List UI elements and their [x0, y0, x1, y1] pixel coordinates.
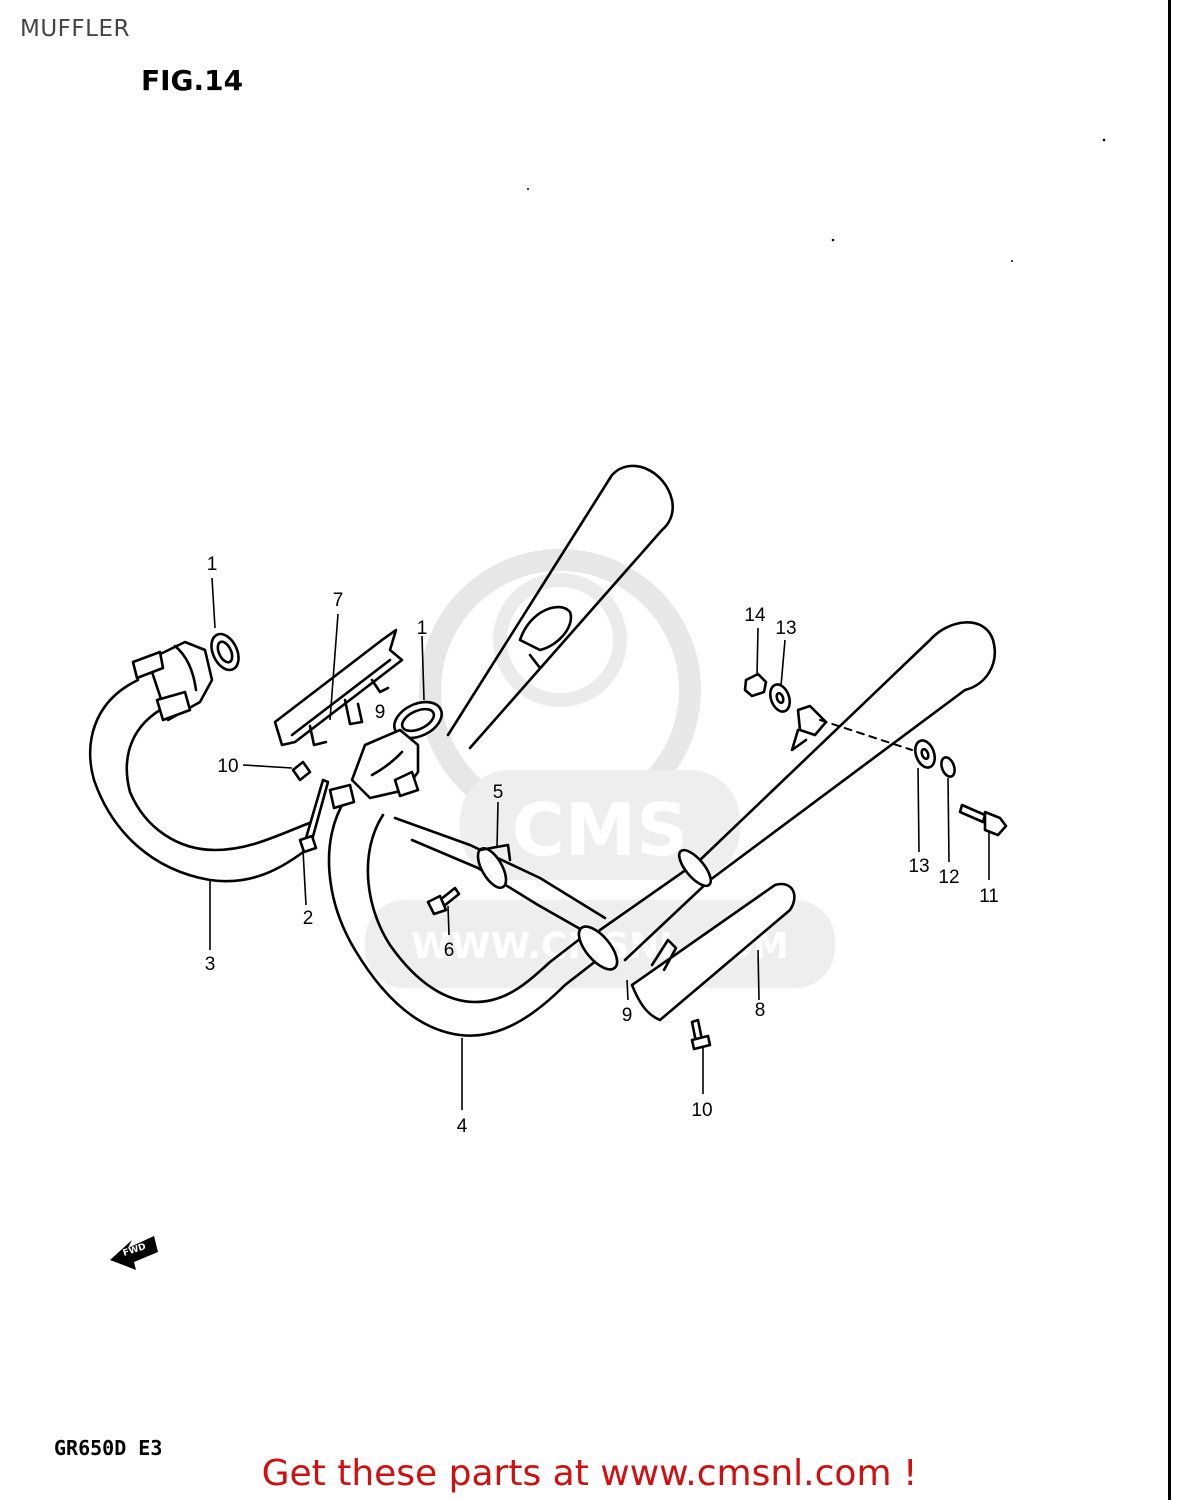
callout-6: 6 — [444, 940, 455, 961]
callout-14: 14 — [744, 605, 766, 626]
callout-7: 7 — [333, 590, 344, 611]
exhaust-pipe-left — [88, 678, 314, 883]
callout-4: 4 — [457, 1116, 468, 1137]
nut — [743, 672, 768, 698]
callout-3: 3 — [205, 954, 216, 975]
crossover-pipe — [393, 816, 607, 932]
washer-upper — [768, 683, 792, 713]
heat-cover — [273, 628, 404, 747]
bolt-muffler-mount — [958, 803, 1008, 837]
mount-axis-dashed — [819, 719, 913, 751]
muffler-front — [577, 621, 996, 971]
callout-1-right: 1 — [417, 618, 428, 639]
figure-label: FIG.14 — [141, 64, 244, 97]
washer-small — [940, 756, 956, 778]
bolt-crossover — [426, 886, 461, 916]
callout-13-lower: 13 — [908, 856, 929, 877]
callout-10-left: 10 — [217, 756, 238, 777]
page-border — [1168, 0, 1171, 1500]
callout-9-lower: 9 — [622, 1005, 633, 1026]
exhaust-port-joint-left — [131, 640, 214, 722]
callout-12: 12 — [938, 867, 959, 888]
muffler-rear — [446, 464, 674, 750]
model-code: GR650D E3 — [54, 1436, 163, 1460]
callout-1-left: 1 — [207, 554, 218, 575]
forward-direction-marker: FWD — [110, 1236, 158, 1270]
callout-5: 5 — [493, 782, 504, 803]
callout-9-upper: 9 — [375, 702, 386, 723]
bolt-long — [298, 778, 330, 854]
parts-shop-link[interactable]: Get these parts at www.cmsnl.com ! — [261, 1453, 918, 1494]
callout-leaders — [209, 577, 990, 1110]
exhaust-pipe-right — [327, 798, 612, 1037]
callout-labels: 1 7 1 9 10 5 2 3 6 4 14 13 13 12 11 9 8 … — [205, 554, 999, 1137]
callout-2: 2 — [303, 908, 314, 929]
screw-left — [291, 760, 312, 782]
callout-10-bottom: 10 — [691, 1100, 712, 1121]
callout-11: 11 — [979, 886, 999, 907]
washer-lower — [913, 739, 937, 769]
crossover-clamp — [476, 843, 512, 889]
watermark-logo-text: CMS — [512, 788, 688, 872]
screw-bottom — [690, 1018, 712, 1051]
scan-specks — [527, 138, 1106, 262]
muffler-heat-protector — [630, 882, 796, 1022]
page-title: MUFFLER — [20, 16, 130, 42]
gasket-left — [210, 632, 240, 672]
callout-13-upper: 13 — [775, 618, 796, 639]
exhaust-port-joint-right — [328, 728, 420, 810]
callout-8: 8 — [755, 1000, 766, 1021]
